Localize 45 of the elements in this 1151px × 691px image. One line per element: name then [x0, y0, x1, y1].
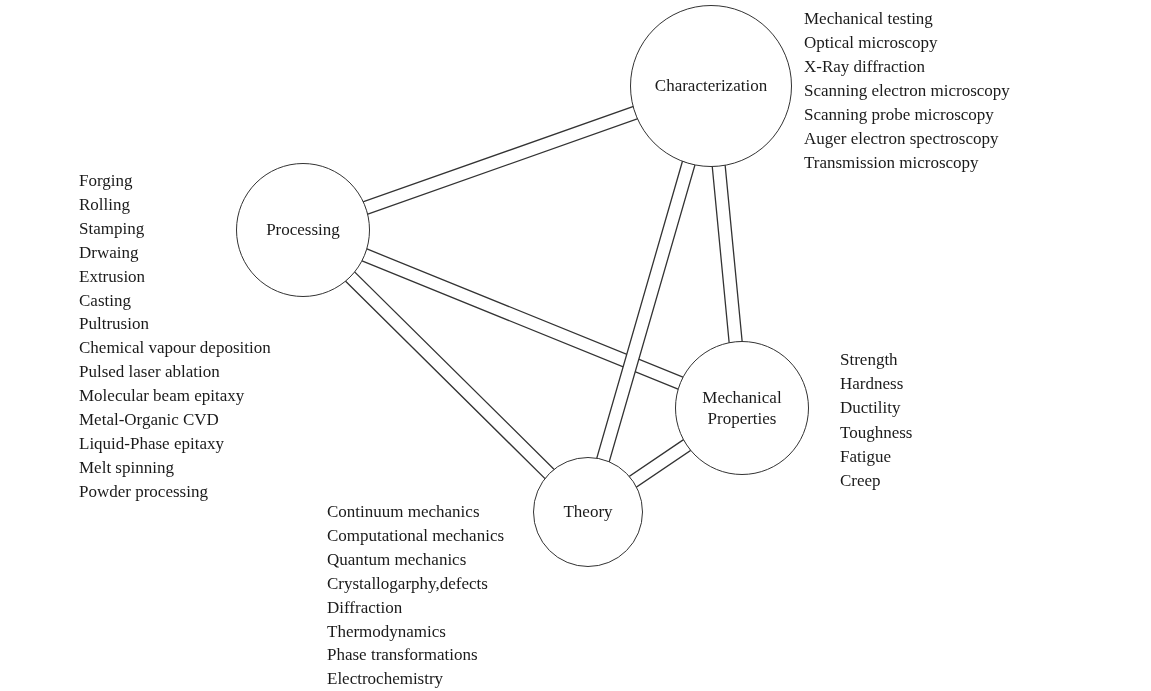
list-item: Pulsed laser ablation [79, 361, 220, 384]
list-item: Hardness [840, 373, 904, 396]
list-item: Creep [840, 470, 881, 492]
list-item: Drwaing [79, 241, 139, 264]
list-item: Toughness [840, 421, 913, 444]
connector-band [360, 247, 685, 391]
list-item: Extrusion [79, 265, 146, 288]
list-item: Forging [79, 170, 133, 192]
list-item: Strength [840, 349, 898, 371]
list-item: Crystallogarphy,defects [327, 572, 488, 595]
list-item: Scanning probe microscopy [804, 104, 994, 126]
list-item: Fatigue [840, 445, 891, 468]
list-item: Thermodynamics [327, 620, 446, 643]
list-item: Powder processing [79, 480, 208, 503]
connector-band [595, 160, 696, 464]
list-item: Melt spinning [79, 456, 174, 479]
list-item: Metal-Organic CVD [79, 409, 219, 432]
list-item: Optical microscopy [804, 32, 938, 54]
list-item: Electrochemistry [327, 668, 444, 691]
node-label: Theory [563, 501, 613, 523]
list-item: Chemical vapour deposition [79, 337, 271, 360]
connector-band [344, 270, 556, 480]
list-item: Phase transformations [327, 644, 478, 667]
connector-band [711, 164, 743, 344]
node-label: Characterization [654, 75, 768, 97]
connector-band [361, 105, 639, 216]
connector-band [627, 438, 693, 489]
list-item: Rolling [79, 193, 130, 216]
list-item: X-Ray diffraction [804, 56, 925, 78]
list-item: Transmission microscopy [804, 152, 979, 174]
list-item: Stamping [79, 217, 145, 240]
list-item: Continuum mechanics [327, 501, 480, 523]
list-item: Computational mechanics [327, 524, 505, 547]
list-item: Pultrusion [79, 313, 149, 336]
list-item: Casting [79, 289, 131, 312]
node-label: Processing [266, 219, 340, 241]
list-item: Auger electron spectroscopy [804, 128, 999, 150]
list-item: Molecular beam epitaxy [79, 385, 245, 408]
list-item: Quantum mechanics [327, 548, 467, 571]
list-item: Scanning electron microscopy [804, 80, 1010, 102]
list-item: Ductility [840, 397, 901, 420]
node-label: Mechanical Properties [701, 386, 783, 430]
list-item: Mechanical testing [804, 8, 933, 30]
list-item: Liquid-Phase epitaxy [79, 432, 224, 455]
list-item: Diffraction [327, 596, 403, 619]
